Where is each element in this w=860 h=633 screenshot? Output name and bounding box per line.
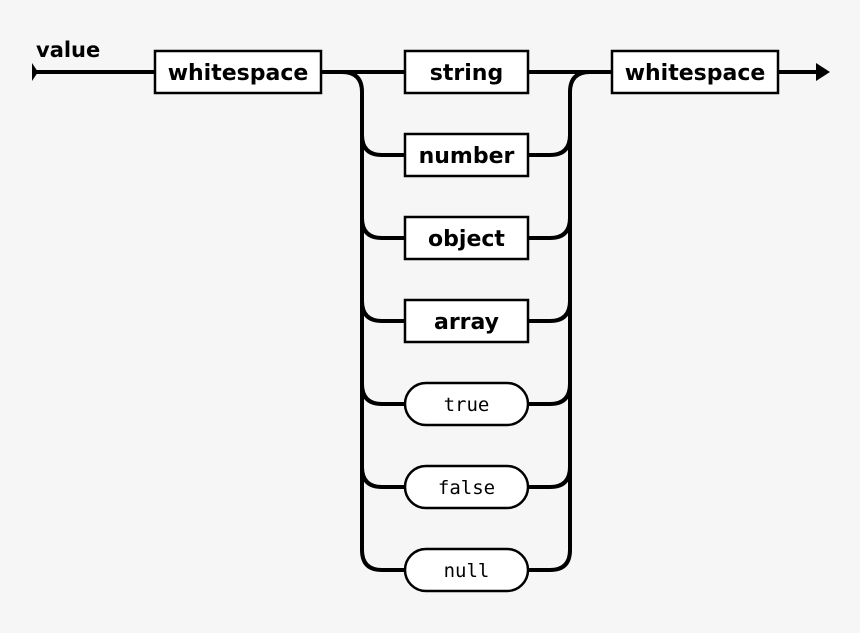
- leading-whitespace-node: whitespace: [153, 49, 323, 95]
- branch-tracks: [341, 70, 591, 572]
- alternative-number: number: [403, 132, 530, 178]
- leading-whitespace-label: whitespace: [168, 61, 309, 86]
- alternative-label-string: string: [430, 61, 503, 86]
- trailing-whitespace-node: whitespace: [610, 49, 780, 95]
- alternative-label-true: true: [444, 394, 490, 416]
- branch-left-number: [341, 70, 405, 157]
- alternative-label-null: null: [444, 560, 490, 582]
- alternative-label-false: false: [438, 477, 495, 499]
- alternative-object: object: [403, 215, 530, 261]
- alternative-string: string: [403, 49, 530, 95]
- alternative-label-number: number: [419, 144, 515, 169]
- alternative-label-array: array: [434, 310, 499, 335]
- rule-name: value: [36, 38, 100, 62]
- branch-left-null: [360, 467, 405, 572]
- terminal-box: [403, 381, 530, 427]
- branch-right-null: [528, 467, 572, 572]
- alternative-label-object: object: [428, 227, 505, 252]
- trailing-whitespace-label: whitespace: [625, 61, 766, 86]
- alternatives-group: string number object array true false null: [403, 49, 530, 593]
- nonterminal-box: [403, 215, 530, 261]
- branch-right-number: [528, 70, 591, 157]
- alternative-false: false: [403, 464, 530, 510]
- terminal-box: [403, 464, 530, 510]
- alternative-array: array: [403, 298, 530, 344]
- alternative-null: null: [403, 547, 530, 593]
- alternative-true: true: [403, 381, 530, 427]
- nonterminal-box: [403, 132, 530, 178]
- terminal-box: [403, 547, 530, 593]
- exit-arrow-icon: [816, 63, 830, 81]
- nonterminal-box: [403, 49, 530, 95]
- nonterminal-box: [403, 298, 530, 344]
